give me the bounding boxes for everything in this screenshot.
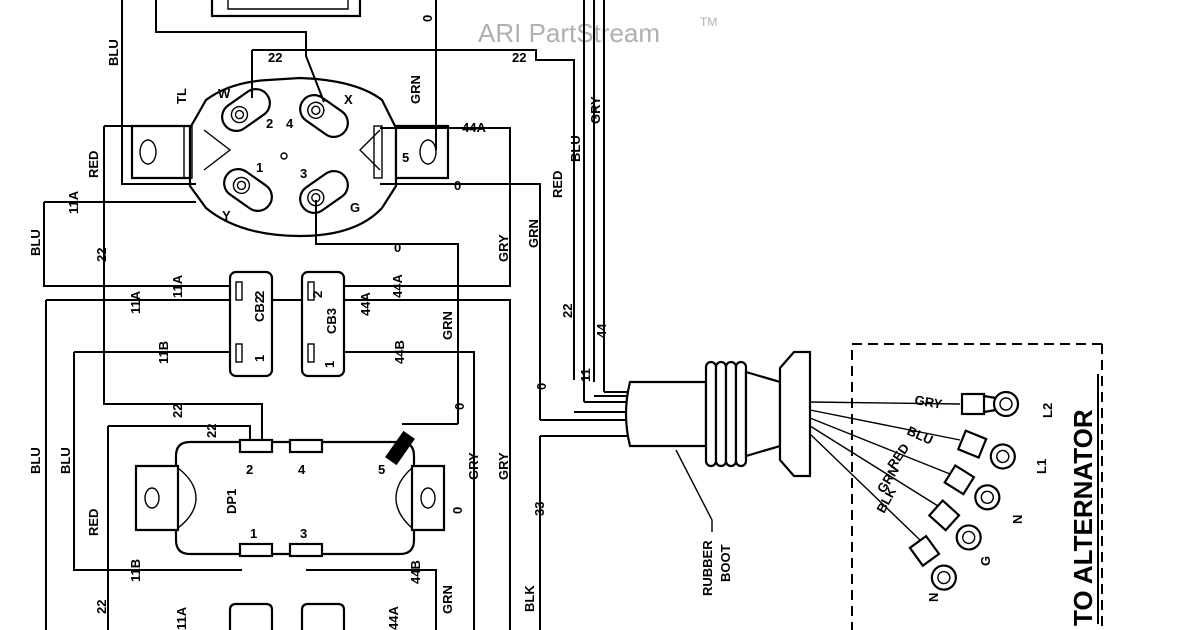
wire-label-44b-1: 44B (392, 340, 407, 364)
wire-label-22-4: 22 (560, 304, 575, 318)
wire-label-0-6: 0 (450, 507, 465, 514)
wire-label-red-2: RED (550, 171, 565, 198)
wire-label-0-5: 0 (452, 403, 467, 410)
wire-label-22-5: 22 (170, 404, 185, 418)
wire-label-blu-2: BLU (568, 135, 583, 162)
terminal-n-1: N (1010, 515, 1025, 524)
dp1-pin-1: 1 (250, 526, 257, 541)
harness-lines (539, 391, 630, 630)
pin-w-label: W (218, 86, 231, 101)
dp1-pin-2: 2 (246, 462, 253, 477)
wire-label-grn-1: GRN (408, 75, 423, 104)
rubber-boot: RUBBER BOOT (624, 350, 812, 596)
wire-label-11a-2: 11A (170, 274, 185, 298)
wire-label-11a-4: 11A (174, 606, 189, 630)
cb3-pin-2: 2 (310, 291, 325, 298)
pin-g-label: G (350, 200, 360, 215)
wire-label-blk: BLK (522, 585, 537, 612)
wire-label-22-3: 22 (94, 248, 109, 262)
wire-label-0-3: 0 (394, 240, 401, 255)
pin-1-label: 1 (256, 160, 263, 175)
cb2-pin-1: 1 (252, 355, 267, 362)
wire-label-blu-1: BLU (106, 39, 121, 66)
cb2-name: CB2 (252, 296, 267, 322)
dp1-pin-3: 3 (300, 526, 307, 541)
wire-label-11b-1: 11B (156, 341, 171, 364)
cb2-pin-2: 2 (252, 291, 267, 298)
terminal-l1: L1 (1034, 459, 1049, 474)
wire-label-11: 11 (578, 368, 593, 382)
connector-tl: TL W X Y G 1 2 3 4 5 (130, 76, 450, 238)
wire-label-33: 33 (532, 502, 547, 516)
pin-x-label: X (344, 92, 353, 107)
wire-label-0-2: 0 (454, 178, 461, 193)
alternator-leads: GRY BLU RED GRN BLK L2 L1 N G N (809, 390, 1055, 602)
wire-label-gry-4: GRY (496, 452, 511, 480)
wire-label-11a-3: 11A (128, 290, 143, 314)
wire-label-blu-4: BLU (28, 447, 43, 474)
alternator-title: TO ALTERNATOR (1068, 409, 1098, 626)
watermark-tm: TM (700, 15, 717, 29)
dp1-name: DP1 (224, 489, 239, 514)
wire-label-22-7: 22 (94, 600, 109, 614)
pin-5-label: 5 (402, 150, 409, 165)
wire-label-gry-2: GRY (496, 234, 511, 262)
connector-tl-name: TL (174, 88, 189, 104)
dp1-pin-5: 5 (378, 462, 385, 477)
lead-blu-label: BLU (905, 423, 936, 448)
wire-label-22-2: 22 (512, 50, 526, 65)
wire-label-0-4: 0 (534, 383, 549, 390)
dp1-pin-4: 4 (298, 462, 306, 477)
wire-label-11a-1: 11A (66, 190, 81, 214)
terminal-l2: L2 (1040, 403, 1055, 418)
circuit-breaker-cb2: CB2 2 1 (228, 270, 274, 378)
wire-label-44: 44 (594, 323, 609, 338)
wire-label-red-1: RED (86, 151, 101, 178)
pin-y-label: Y (222, 208, 231, 223)
wire-label-44a-2: 44A (358, 292, 373, 316)
wire-label-0-1: 0 (420, 15, 435, 22)
wire-label-grn-2: GRN (526, 219, 541, 248)
rubber-boot-label-1: RUBBER (700, 540, 715, 596)
wire-label-blu-3: BLU (28, 229, 43, 256)
cb3-name: CB3 (324, 308, 339, 334)
wires-upper (43, 0, 605, 630)
wire-label-44a-3: 44A (390, 274, 405, 298)
wire-label-red-3: RED (86, 509, 101, 536)
cb3-pin-1: 1 (322, 361, 337, 368)
terminal-n-2: N (926, 593, 941, 602)
terminal-g: G (978, 556, 993, 566)
top-remnant-part (210, 0, 362, 18)
bottom-partial-connectors (228, 602, 346, 630)
wire-label-22-6: 22 (204, 424, 219, 438)
wire-label-44a-4: 44A (386, 606, 401, 630)
wire-label-gry-3: GRY (466, 452, 481, 480)
pin-3-label: 3 (300, 166, 307, 181)
circuit-breaker-cb3: CB3 2 1 (300, 270, 346, 378)
connector-dp1: 2 4 5 1 3 DP1 (134, 430, 446, 558)
rubber-boot-label-2: BOOT (718, 544, 733, 582)
pin-2-label: 2 (266, 116, 273, 131)
wire-label-gry-1: GRY (588, 96, 603, 124)
alternator-box: TO ALTERNATOR (851, 343, 1103, 630)
wire-label-grn-3: GRN (440, 311, 455, 340)
lead-gry-label: GRY (913, 392, 943, 412)
wire-labels: BLU 22 22 0 GRN GRY BLU 44A RED 0 RED 11… (28, 15, 609, 630)
wire-label-44a-1: 44A (462, 120, 486, 135)
pin-4-label: 4 (286, 116, 294, 131)
wire-label-grn-4: GRN (440, 585, 455, 614)
wire-label-11b-2: 11B (128, 559, 143, 582)
wire-label-44b-2: 44B (408, 560, 423, 584)
wire-label-22-1: 22 (268, 50, 282, 65)
wire-label-blu-5: BLU (58, 447, 73, 474)
watermark-text: ARI PartStream (478, 18, 660, 48)
